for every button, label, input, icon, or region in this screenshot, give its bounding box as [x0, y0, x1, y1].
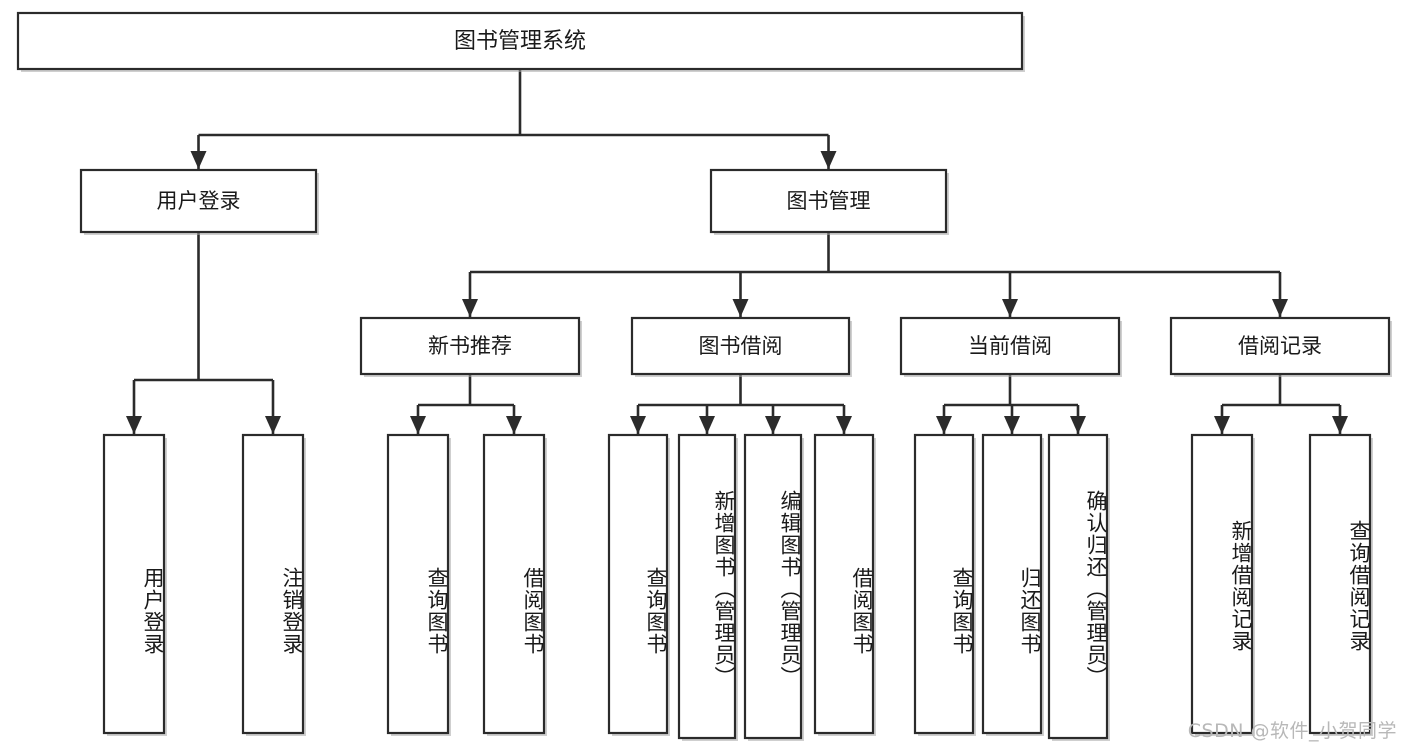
node-boxes-layer [16, 11, 1392, 741]
arrow-head [462, 299, 478, 317]
arrow-head [765, 416, 781, 434]
arrow-head [820, 151, 837, 169]
arrow-head [699, 416, 715, 434]
node-label-book-borrow: 图书借阅 [699, 334, 783, 358]
node-box-leaf-query-book-3[interactable] [913, 433, 975, 735]
node-box-leaf-return-book[interactable] [981, 433, 1043, 735]
node-label-borrow-record: 借阅记录 [1238, 334, 1322, 358]
node-box-leaf-query-book-1[interactable] [386, 433, 450, 735]
node-box-user-login[interactable] [79, 168, 318, 234]
arrow-head [126, 416, 142, 434]
node-box-leaf-add-borrow-rec[interactable] [1190, 433, 1254, 735]
node-label-root: 图书管理系统 [454, 29, 586, 54]
arrow-head [732, 299, 749, 317]
node-box-leaf-query-borrow-rec[interactable] [1308, 433, 1372, 735]
watermark-text: CSDN @软件_小贺同学 [1187, 720, 1397, 742]
node-box-new-book-recommend[interactable] [359, 316, 581, 376]
node-label-user-login: 用户登录 [157, 189, 241, 213]
arrow-head [1070, 416, 1086, 434]
node-box-book-manage[interactable] [709, 168, 948, 234]
arrow-head [410, 416, 426, 434]
node-box-leaf-add-book-admin[interactable] [677, 433, 737, 740]
node-box-book-borrow[interactable] [630, 316, 851, 376]
arrow-head [1002, 299, 1018, 317]
arrow-head [190, 151, 207, 169]
arrow-head [1272, 299, 1288, 317]
node-box-leaf-confirm-return[interactable] [1047, 433, 1109, 740]
node-box-current-borrow[interactable] [899, 316, 1121, 376]
arrow-head [1004, 416, 1020, 434]
arrow-head [1332, 416, 1348, 434]
node-box-leaf-borrow-book-1[interactable] [482, 433, 546, 735]
node-box-root[interactable] [16, 11, 1024, 71]
node-label-current-borrow: 当前借阅 [968, 334, 1052, 358]
arrow-head [506, 416, 522, 434]
arrow-head [836, 416, 852, 434]
connectors-layer [126, 69, 1348, 434]
node-box-leaf-user-login[interactable] [102, 433, 166, 735]
arrow-head [630, 416, 646, 434]
node-box-leaf-borrow-book-2[interactable] [813, 433, 875, 735]
arrow-head [936, 416, 952, 434]
node-box-leaf-query-book-2[interactable] [607, 433, 669, 735]
node-box-leaf-logout-login[interactable] [241, 433, 305, 735]
node-box-borrow-record[interactable] [1169, 316, 1391, 376]
node-label-new-book-recommend: 新书推荐 [428, 334, 512, 358]
arrow-head [1214, 416, 1230, 434]
node-label-book-manage: 图书管理 [787, 189, 871, 213]
arrow-head [265, 416, 281, 434]
node-box-leaf-edit-book-admin[interactable] [743, 433, 803, 740]
